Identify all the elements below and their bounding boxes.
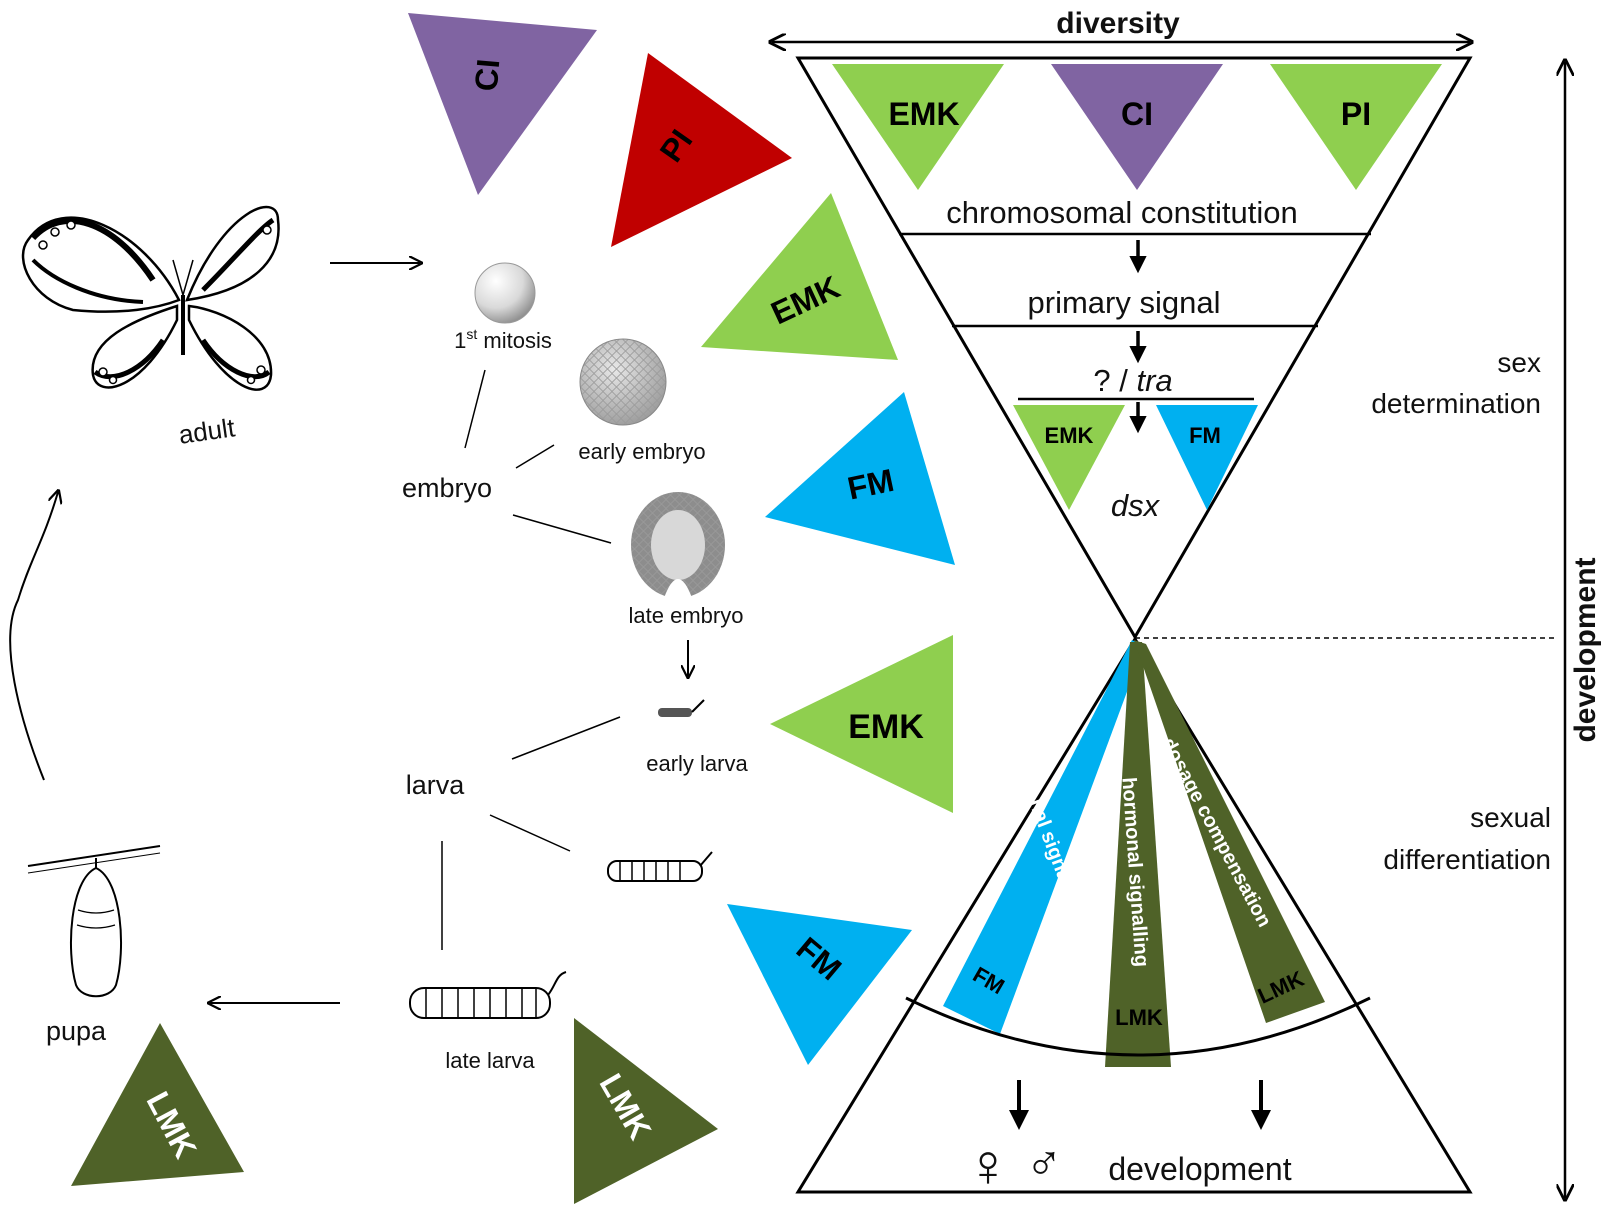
primary-signal-label: primary signal [1028,285,1221,320]
first-mitosis-text: mitosis [477,328,552,353]
side-triangle-emk-2-label: EMK [848,708,924,746]
band-fm-hormonal [943,640,1144,1034]
tra-label: ? / tra [1093,363,1172,398]
female-symbol: ♀ [966,1132,1011,1199]
differentiation-label: differentiation [1383,844,1551,875]
side-triangle-fm-2 [727,904,912,1065]
first-mitosis-suffix: st [466,326,477,342]
embryo-label: embryo [402,473,492,503]
side-triangle-emk-1 [701,193,898,360]
band-lmk-hormonal [1105,642,1171,1067]
early-larva-label: early larva [646,751,748,776]
side-triangle-emk-2 [770,635,953,813]
side-triangle-fm-1 [765,392,955,565]
inner-triangle-fm [1156,405,1258,510]
development-axis: development [1565,62,1602,1198]
first-mitosis-label: 1st mitosis [454,326,552,353]
tra-gene: tra [1136,363,1172,398]
inner-triangle-emk [1013,405,1125,510]
development-axis-label: development [1569,557,1602,742]
side-triangle-ci-label: CI [468,58,507,93]
top-triangle-pi [1270,64,1442,190]
dsx-label: dsx [1111,488,1161,523]
development-bottom-label: development [1108,1151,1291,1187]
phase-labels: sex determination sexual differentiation [1371,347,1551,875]
early-embryo-label: early embryo [578,439,705,464]
early-larva-icon [658,699,705,717]
late-larva-label: late larva [445,1048,535,1073]
determination-label: determination [1371,388,1541,419]
late-larva-icon [409,971,567,1019]
male-symbol: ♂ [1025,1135,1063,1191]
butterfly-icon [21,205,280,391]
band-lmk-dosage [1134,640,1325,1023]
first-mitosis-number: 1 [454,328,466,353]
mid-larva-icon [607,851,713,882]
side-triangle-lmk-1 [574,1018,718,1204]
early-embryo-icon [579,338,667,426]
larva-label: larva [406,770,466,800]
sex-label: sex [1497,347,1541,378]
inner-triangle-emk-label: EMK [1045,423,1094,448]
pupa-to-adult-arrow [9,492,58,781]
inner-triangle-fm-label: FM [1189,423,1221,448]
side-triangle-ci [408,13,597,195]
hourglass-top: EMK CI PI chromosomal constitution prima… [795,56,1473,640]
side-triangle-lmk-2 [71,1023,244,1186]
band-lmk-hormonal-tag: LMK [1115,1005,1163,1030]
top-triangle-ci-label: CI [1121,96,1153,132]
hourglass-bottom: hormonal signalling FM hormonal signalli… [795,636,1473,1199]
pupa-icon [27,845,161,998]
top-triangle-ci [1051,64,1223,190]
pupa-label: pupa [46,1016,107,1046]
tra-question: ? / [1093,363,1136,398]
side-triangle-pi [611,53,792,247]
top-triangle-emk [832,64,1004,190]
late-embryo-label: late embryo [629,603,744,628]
side-triangles: CI PI EMK FM EMK FM LMK LMK [71,13,955,1204]
life-cycle: adult 1st mitosis early embryo embryo la… [9,205,749,1073]
chromosomal-constitution-label: chromosomal constitution [946,195,1298,230]
differentiation-curve [905,996,1371,1057]
top-triangle-pi-label: PI [1341,96,1371,132]
diversity-label: diversity [1056,7,1180,40]
adult-label: adult [177,412,238,450]
egg-icon [474,262,536,324]
top-triangle-emk-label: EMK [888,96,959,132]
sexual-label: sexual [1470,802,1551,833]
late-embryo-icon [631,492,725,598]
diversity-axis: diversity [772,7,1470,42]
